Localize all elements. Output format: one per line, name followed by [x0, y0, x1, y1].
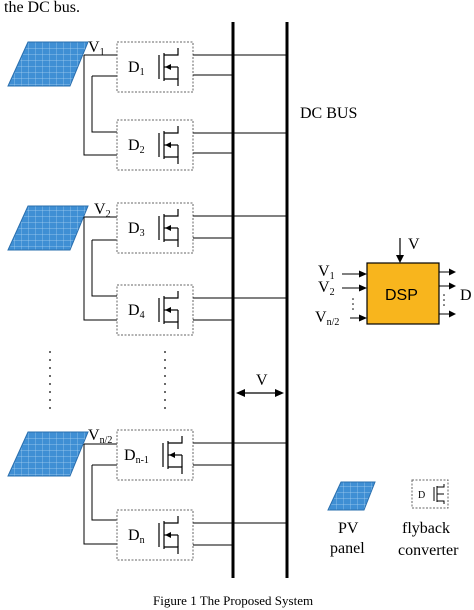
dc-bus-label: DC BUS: [300, 105, 357, 122]
converter-label-d1: D1: [128, 59, 145, 78]
dsp-block: [366, 262, 440, 325]
dsp-top-input-label: V: [408, 236, 420, 253]
legend-pv-panel-icon: [327, 481, 376, 511]
ellipsis-dots-right: [164, 351, 166, 409]
converter-bus-links-d2: [193, 132, 287, 154]
dsp-top-input-arrow: [396, 238, 404, 263]
converter-label-dn-1: Dn-1: [124, 447, 149, 466]
flyback-converter-dn-1: [116, 429, 194, 481]
pv-panel-1: [7, 41, 89, 87]
panel-voltage-2: V2: [94, 201, 111, 220]
pv-wiring-2: [83, 216, 117, 321]
dsp-input-arrows: [342, 270, 367, 322]
dsp-label: DSP: [385, 287, 418, 304]
converter-bus-links-d3: [193, 215, 287, 239]
dsp-output-label: D: [460, 287, 472, 304]
flyback-converter-d1: [116, 41, 194, 93]
panel-voltage-1: V1: [88, 39, 105, 58]
header-fragment: the DC bus.: [4, 0, 80, 16]
flyback-converter-dn: [116, 509, 194, 561]
converter-label-d3: D3: [128, 220, 145, 239]
figure-caption: Figure 1 The Proposed System: [153, 593, 313, 608]
dsp-input-ellipsis: [352, 298, 354, 310]
dsp-input-v1: V1: [318, 263, 335, 282]
dsp-output-arrows: [439, 268, 456, 318]
pv-wiring-1: [83, 54, 117, 156]
flyback-converter-d4: [116, 284, 194, 336]
dsp-input-vn2: Vn/2: [315, 309, 339, 328]
converter-bus-links-d4: [193, 297, 287, 321]
legend-pv-label-1: PV: [338, 520, 359, 537]
legend-pv-label-2: panel: [330, 540, 365, 557]
legend-flyback-icon: [411, 479, 449, 509]
bus-voltage-arrow: [236, 389, 284, 397]
legend-flyback-label-2: converter: [398, 542, 459, 559]
converter-bus-links-dn-1: [193, 442, 287, 466]
flyback-converter-d2: [116, 119, 194, 171]
legend-flyback-label-1: flyback: [402, 520, 450, 537]
dsp-input-v2: V2: [318, 279, 335, 298]
bus-voltage-label: V: [256, 372, 268, 389]
ellipsis-dots-left: [49, 351, 51, 409]
converter-bus-links-d1: [193, 54, 287, 76]
pv-panel-2: [7, 205, 89, 251]
dsp-output-ellipsis: [443, 294, 445, 306]
panel-voltage-n2: Vn/2: [88, 427, 112, 446]
pv-wiring-n2: [83, 443, 117, 545]
flyback-converter-d3: [116, 202, 194, 254]
legend-flyback-icon-label: D: [418, 490, 425, 501]
converter-label-d2: D2: [128, 137, 145, 156]
converter-label-dn: Dn: [128, 527, 145, 546]
converter-bus-links-dn: [193, 522, 287, 546]
converter-label-d4: D4: [128, 302, 145, 321]
pv-panel-n2: [7, 431, 89, 477]
